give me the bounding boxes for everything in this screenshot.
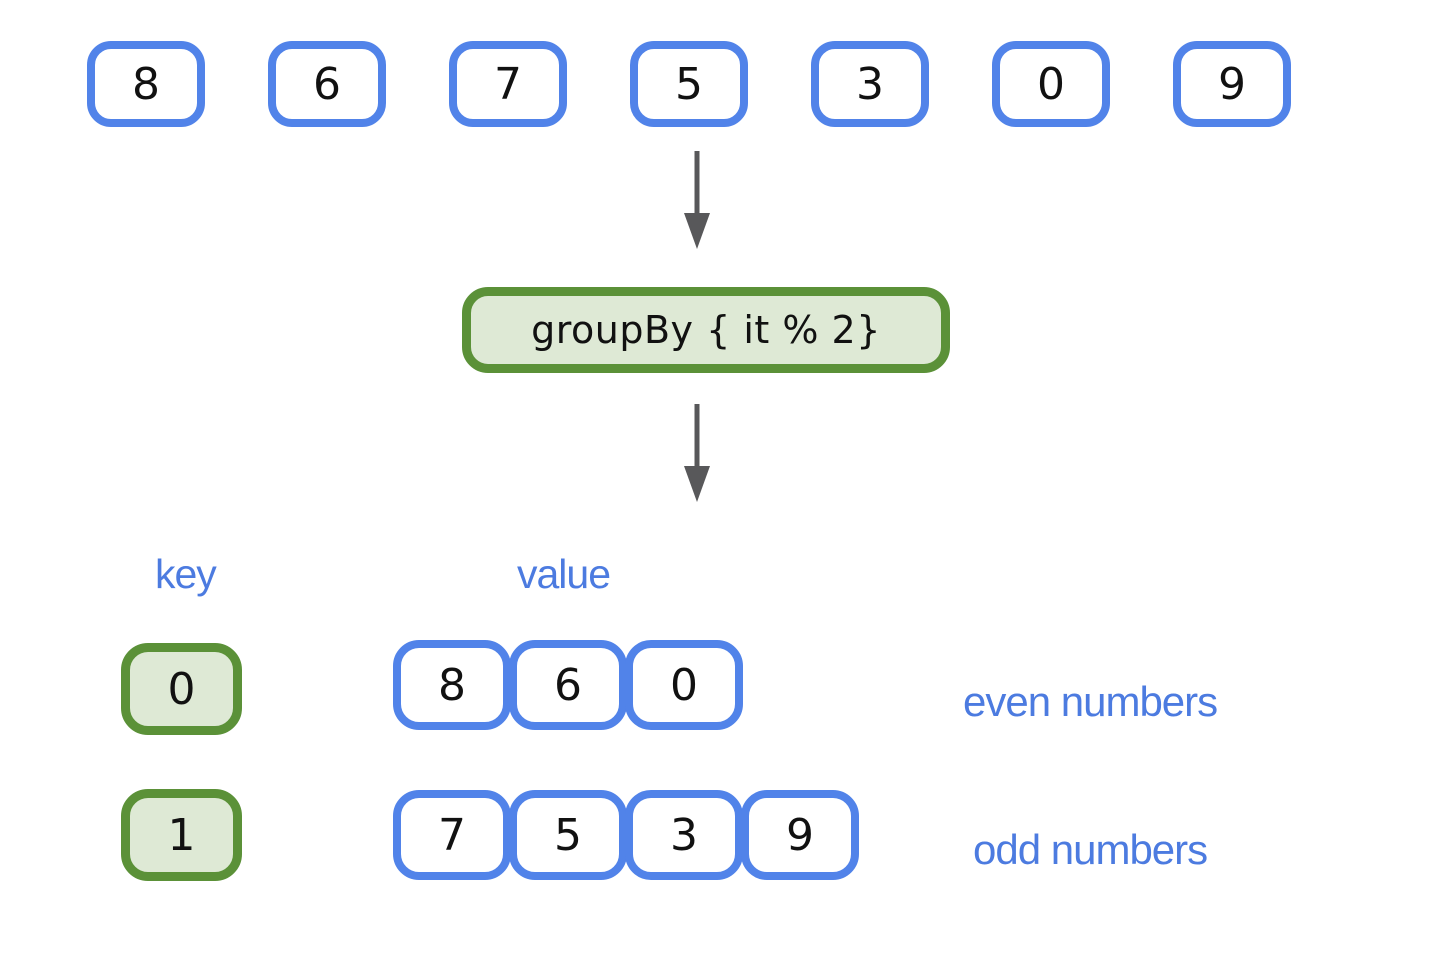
source-number-box: 0 — [992, 41, 1110, 127]
groupby-operation-box: groupBy { it % 2} — [462, 287, 950, 373]
groupby-operation-label: groupBy { it % 2} — [531, 308, 881, 352]
value-number-box: 0 — [625, 640, 743, 730]
key-column-header: key — [155, 551, 217, 597]
key-box-odd: 1 — [121, 789, 242, 881]
value-column-header: value — [517, 551, 611, 597]
source-number-box: 7 — [449, 41, 567, 127]
source-number-box: 5 — [630, 41, 748, 127]
down-arrow-icon — [684, 151, 710, 249]
value-number-box: 3 — [625, 790, 743, 880]
group-annotation-even: even numbers — [963, 678, 1218, 725]
source-number-box: 3 — [811, 41, 929, 127]
source-number-box: 8 — [87, 41, 205, 127]
value-number-box: 6 — [509, 640, 627, 730]
value-number-box: 9 — [741, 790, 859, 880]
source-number-box: 9 — [1173, 41, 1291, 127]
key-box-even: 0 — [121, 643, 242, 735]
value-number-box: 8 — [393, 640, 511, 730]
group-annotation-odd: odd numbers — [973, 826, 1208, 873]
source-number-box: 6 — [268, 41, 386, 127]
value-number-box: 7 — [393, 790, 511, 880]
value-number-box: 5 — [509, 790, 627, 880]
down-arrow-icon — [684, 404, 710, 502]
